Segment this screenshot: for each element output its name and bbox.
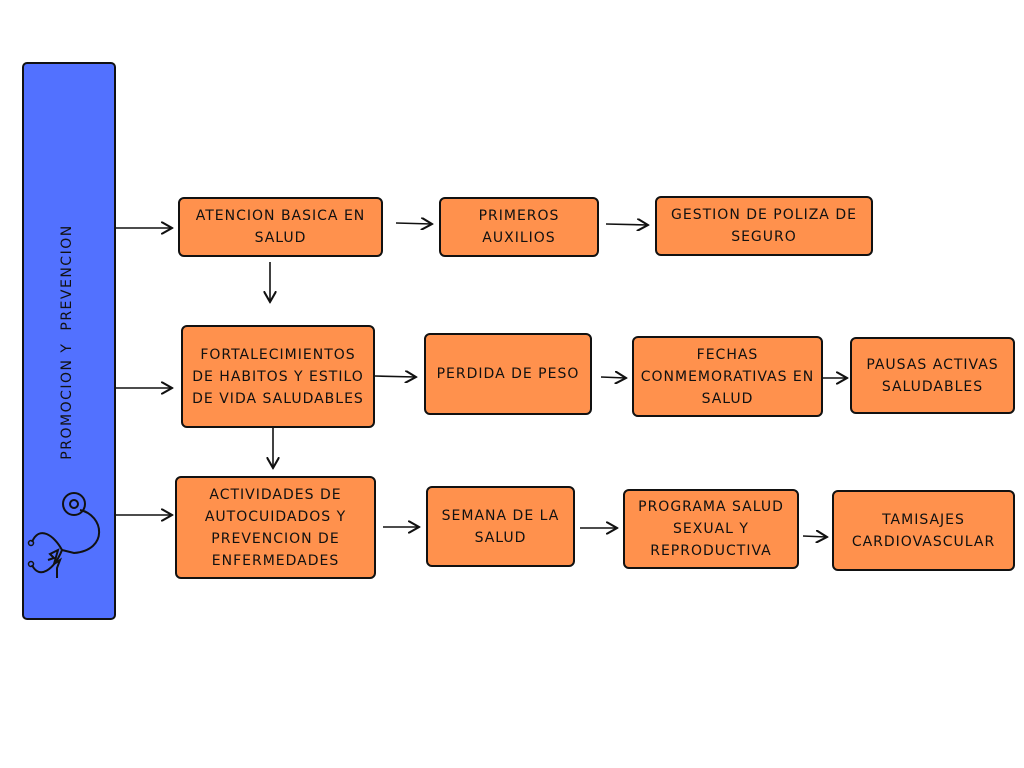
node-primeros-auxilios: PRIMEROS AUXILIOS	[439, 197, 599, 257]
node-fortalecimientos-habitos: FORTALECIMIENTOS DE HABITOS Y ESTILO DE …	[181, 325, 375, 428]
arrow	[605, 224, 648, 225]
node-semana-salud: SEMANA DE LA SALUD	[426, 486, 575, 567]
arrow	[600, 377, 626, 378]
node-gestion-poliza: GESTION DE POLIZA DE SEGURO	[655, 196, 873, 256]
arrow	[374, 376, 416, 377]
arrow	[395, 223, 432, 224]
node-fechas-conmemorativas: FECHAS CONMEMORATIVAS EN SALUD	[632, 336, 823, 417]
arrow	[802, 536, 827, 537]
node-tamisajes: TAMISAJES CARDIOVASCULAR	[832, 490, 1015, 571]
node-atencion-basica: ATENCION BASICA EN SALUD	[178, 197, 383, 257]
node-actividades-autocuidado: ACTIVIDADES DE AUTOCUIDADOS Y PREVENCION…	[175, 476, 376, 579]
stethoscope-heart-icon	[27, 492, 101, 578]
root-node-promocion-prevencion	[22, 62, 116, 620]
node-pausas-activas: PAUSAS ACTIVAS SALUDABLES	[850, 337, 1015, 414]
node-programa-salud-sexual: PROGRAMA SALUD SEXUAL Y REPRODUCTIVA	[623, 489, 799, 569]
node-perdida-peso: PERDIDA DE PESO	[424, 333, 592, 415]
